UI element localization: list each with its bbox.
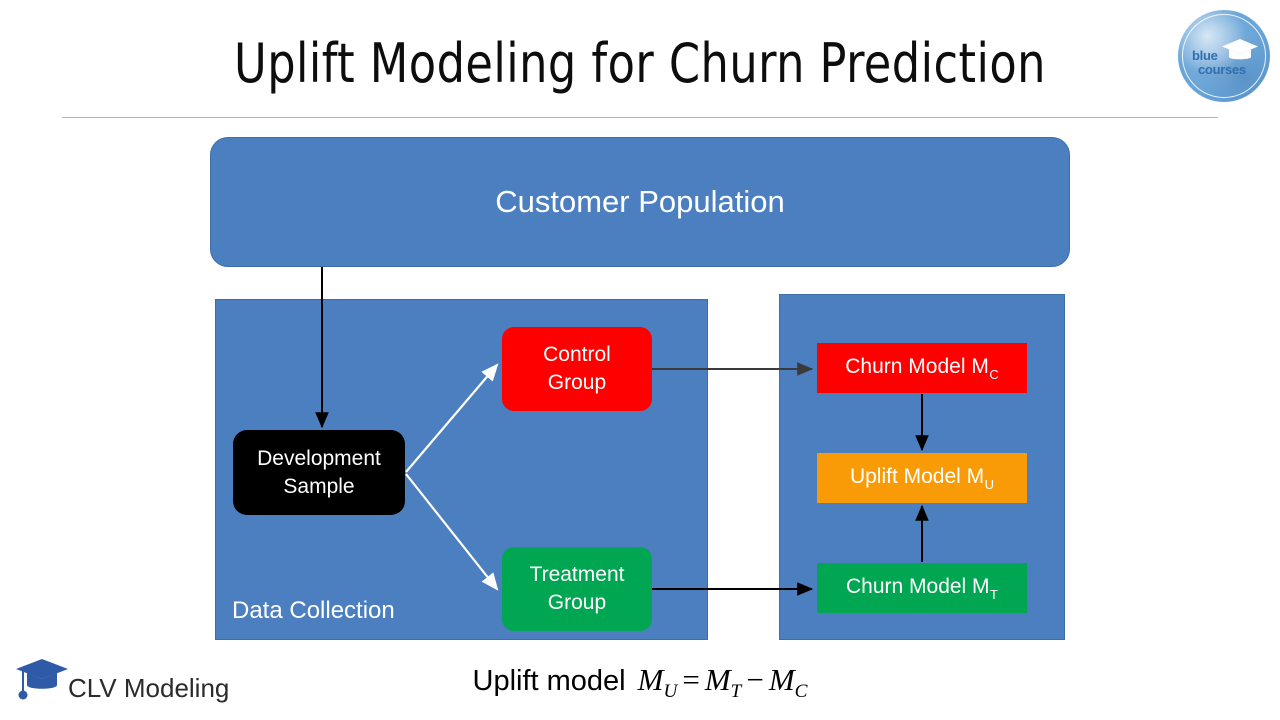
formula-term1-subscript: T	[730, 681, 742, 703]
control-group-line2: Group	[547, 371, 607, 394]
graduation-cap-icon	[16, 659, 68, 700]
panel-label-data-collection: Data Collection	[232, 597, 395, 624]
formula-lhs: M	[637, 662, 664, 697]
uplift-model-u-label: Uplift Model M	[849, 465, 985, 489]
formula-term2-subscript: C	[794, 681, 808, 703]
control-group-line1: Control	[543, 343, 611, 366]
treatment-group-line1: Treatment	[529, 563, 625, 586]
clv-modeling-label: CLV Modeling	[68, 673, 230, 703]
development-sample-line2: Sample	[283, 474, 355, 498]
formula-term2: M	[768, 662, 795, 697]
logo-ring	[1182, 14, 1266, 98]
title-divider	[62, 117, 1218, 118]
node-churn-model-t: Churn Model MT	[817, 563, 1027, 613]
node-development-sample: Development Sample	[233, 430, 405, 515]
node-control-group: Control Group	[502, 327, 652, 411]
development-sample-line1: Development	[257, 446, 381, 470]
page-title: Uplift Modeling for Churn Prediction	[234, 32, 1046, 95]
churn-model-t-label: Churn Model M	[845, 575, 990, 599]
node-treatment-group: Treatment Group	[502, 547, 652, 631]
formula-prefix: Uplift model	[472, 665, 626, 697]
formula-minus: −	[746, 662, 764, 697]
churn-model-c-subscript: C	[989, 366, 999, 382]
node-uplift-model-u: Uplift Model MU	[817, 453, 1027, 503]
churn-model-c-label: Churn Model M	[845, 355, 989, 379]
clv-modeling-logo: CLV Modeling	[10, 655, 229, 715]
graduation-cap-icon	[1222, 39, 1258, 60]
formula-lhs-subscript: U	[663, 681, 678, 703]
logo-word-blue: blue	[1192, 48, 1218, 63]
uplift-model-u-subscript: U	[984, 476, 995, 492]
logo-word-courses: courses	[1198, 62, 1246, 77]
node-customer-population: Customer Population	[210, 137, 1070, 267]
treatment-group-line2: Group	[547, 591, 607, 614]
churn-model-t-subscript: T	[990, 586, 998, 602]
formula-equals: =	[682, 662, 700, 697]
bluecourses-logo: blue courses	[1176, 8, 1272, 104]
formula-term1: M	[704, 662, 731, 697]
node-churn-model-c: Churn Model MC	[817, 343, 1027, 393]
